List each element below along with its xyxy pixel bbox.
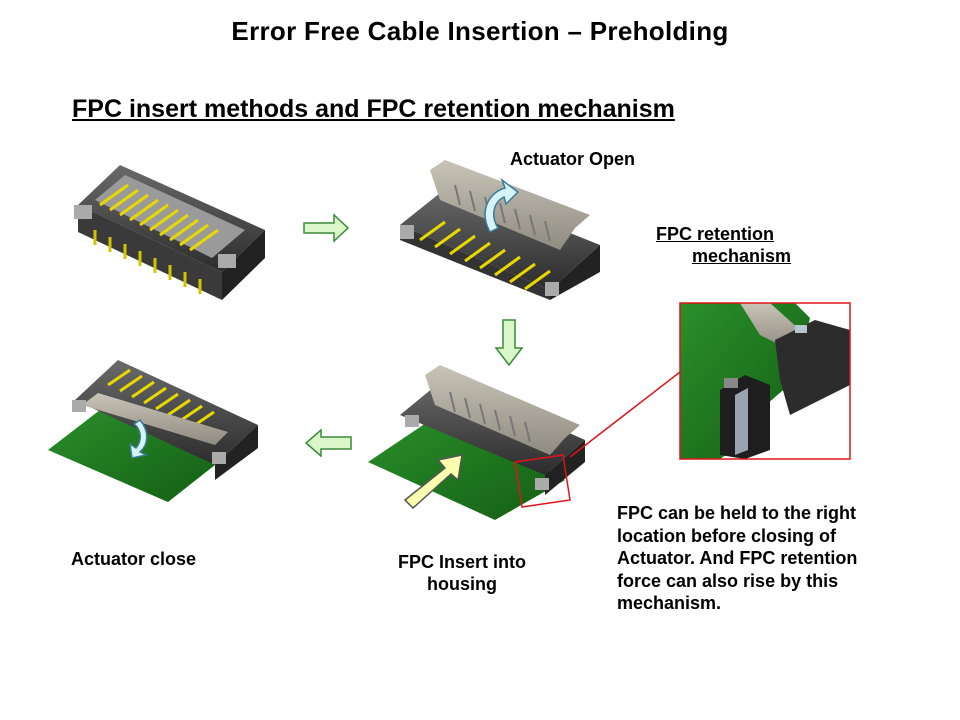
connector-initial-image xyxy=(74,165,265,300)
connector-actuator-open-image xyxy=(400,160,600,300)
label-retention-line2: mechanism xyxy=(692,246,792,266)
description-line: FPC can be held to the right xyxy=(617,503,857,523)
connector-fpc-insert-image xyxy=(368,365,585,520)
retention-mechanism-closeup-image xyxy=(680,303,850,459)
description-line: Actuator. And FPC retention xyxy=(617,548,858,568)
step-arrow-right xyxy=(303,213,350,243)
label-fpc-insert-line1: FPC Insert into xyxy=(397,552,526,572)
step-arrow-down xyxy=(494,319,524,367)
description-line: location before closing of xyxy=(617,525,837,546)
callout-line xyxy=(569,371,681,458)
label-actuator-close: Actuator close xyxy=(71,549,197,569)
label-retention-line1: FPC retention xyxy=(656,224,775,244)
section-subtitle: FPC insert methods and FPC retention mec… xyxy=(72,95,675,123)
connector-actuator-close-image xyxy=(48,360,258,502)
description-line: force can also rise by this xyxy=(617,570,839,591)
description-line: mechanism. xyxy=(617,593,722,613)
description-text: FPC can be held to the right location be… xyxy=(617,502,937,615)
label-fpc-insert-line2: housing xyxy=(427,574,497,594)
page-title: Error Free Cable Insertion – Preholding xyxy=(231,16,729,46)
label-actuator-open: Actuator Open xyxy=(510,149,636,169)
closeup-frame xyxy=(679,302,851,460)
step-arrow-left xyxy=(304,428,352,458)
